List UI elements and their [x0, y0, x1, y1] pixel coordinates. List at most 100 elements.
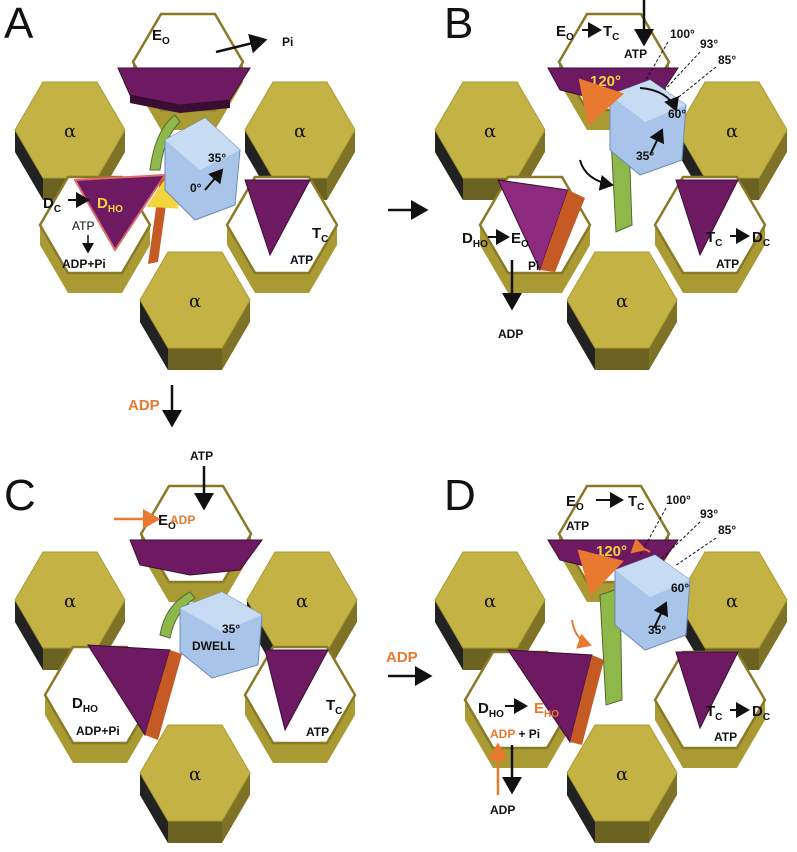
- site-transition-top-to: TC: [628, 493, 644, 513]
- site-transition-right: TC: [706, 703, 722, 723]
- angle-label-35: 35°: [648, 623, 666, 637]
- angle-label: 85°: [718, 53, 736, 67]
- alpha-label: α: [484, 121, 496, 142]
- angle-label-120: 120°: [596, 543, 627, 560]
- alpha-label: α: [616, 764, 628, 785]
- gamma-stalk: [159, 591, 196, 639]
- angle-label-60: 60°: [671, 581, 689, 595]
- adp-label: ADP: [490, 803, 515, 817]
- alpha-label: α: [484, 591, 496, 612]
- alpha-label: α: [296, 591, 308, 612]
- purple-domain: [73, 173, 167, 252]
- pi-label: Pi: [528, 259, 539, 273]
- panel-b: B α α α EO TC ATP 100° 93° 85° DHO EO Pi…: [434, 0, 788, 371]
- angle-label: 35°: [222, 622, 240, 636]
- purple-domain: [129, 539, 263, 576]
- angle-label-35: 35°: [636, 149, 654, 163]
- alpha-label: α: [64, 591, 76, 612]
- purple-domain-shadow: [130, 95, 230, 113]
- site-label-eo: EO: [152, 27, 170, 47]
- orange-push-arrow: [578, 78, 625, 126]
- atp-label: ATP: [714, 730, 737, 744]
- angle-arrow: [204, 168, 224, 191]
- alpha-label: α: [294, 121, 306, 142]
- site-label-dho: DHO: [97, 195, 123, 215]
- angle-label: 93°: [700, 37, 718, 51]
- angle-arrow: [649, 128, 665, 156]
- purple-domain: [244, 179, 311, 257]
- orange-rotation-arrow: [571, 619, 592, 649]
- site-transition-left: DHO: [478, 700, 504, 720]
- atp-label: ATP: [290, 253, 313, 267]
- angle-guide: [659, 521, 701, 561]
- angle-label: 0°: [190, 181, 202, 195]
- alpha-label: α: [726, 121, 738, 142]
- alpha-label: α: [189, 764, 201, 785]
- orange-lever: [540, 190, 585, 272]
- site-label-dho: DHO: [72, 695, 98, 715]
- atp-label: ATP: [72, 219, 94, 233]
- atp-label: ATP: [306, 725, 329, 739]
- panel-d: D α α α EO TC ATP 100° 93° 85° DHO EHO A…: [434, 471, 788, 844]
- atp-label: ATP: [566, 519, 589, 533]
- site-label-dc: DC: [43, 195, 61, 215]
- site-label-tc: TC: [312, 225, 328, 245]
- panel-label-b: B: [444, 0, 473, 48]
- panel-label-c: C: [4, 471, 36, 520]
- rotation-arrow: [639, 87, 679, 112]
- angle-guide: [639, 507, 667, 556]
- site-transition-top: EO: [556, 23, 574, 43]
- alpha-label: α: [616, 291, 628, 312]
- orange-push-arrow: [577, 549, 625, 596]
- release-arrow: [215, 33, 268, 54]
- angle-arrow: [653, 601, 669, 629]
- panel-a: A α α α EO Pi DC DHO ATP ADP+Pi TC ATP: [4, 0, 356, 371]
- dwell-label: DWELL: [192, 639, 235, 653]
- connector-adp-label: ADP: [128, 397, 160, 414]
- alpha-label: α: [64, 121, 76, 142]
- site-transition-right-to: DC: [752, 229, 770, 249]
- site-transition-left: DHO: [462, 230, 488, 250]
- site-transition-top: EO: [566, 493, 584, 513]
- pi-label: Pi: [282, 35, 293, 49]
- site-transition-top-to: TC: [603, 23, 619, 43]
- site-transition-right-to: DC: [752, 703, 770, 723]
- purple-domain: [675, 651, 739, 730]
- adp-pi-label: ADP+Pi: [76, 724, 120, 738]
- atp-label: ATP: [190, 449, 213, 463]
- panel-label-d: D: [444, 471, 476, 520]
- site-label-tc: TC: [326, 697, 342, 717]
- gamma-cube-top: [180, 592, 262, 632]
- orange-lever: [570, 655, 604, 745]
- adp-pi-label: ADP + Pi: [490, 727, 540, 741]
- angle-label-60: 60°: [668, 107, 686, 121]
- site-transition-left-to: EHO: [534, 700, 559, 720]
- angle-label: 100°: [666, 493, 691, 507]
- angle-label: 93°: [700, 507, 718, 521]
- site-transition-right: TC: [706, 229, 722, 249]
- angle-label-120: 120°: [590, 73, 621, 90]
- orange-lever: [145, 650, 182, 740]
- adp-label: ADP: [170, 513, 195, 527]
- site-label-eo: EO: [158, 512, 176, 532]
- gamma-cube-top: [165, 118, 240, 170]
- site-transition-left-to: EO: [511, 230, 529, 250]
- angle-label: 85°: [718, 523, 736, 537]
- rotation-arrow: [579, 159, 614, 191]
- angle-label: 35°: [208, 151, 226, 165]
- orange-rotation-arrow: [630, 538, 651, 554]
- gamma-cube-top: [615, 555, 690, 597]
- adp-label: ADP: [498, 327, 523, 341]
- adp-pi-label: ADP+Pi: [62, 257, 106, 271]
- purple-domain: [675, 179, 739, 257]
- angle-guide: [674, 66, 717, 101]
- purple-domain: [264, 649, 329, 732]
- angle-label: 100°: [670, 27, 695, 41]
- panel-label-a: A: [4, 0, 34, 48]
- alpha-label: α: [189, 291, 201, 312]
- panel-c: C α α α EO ATP ADP DHO ADP+Pi TC ATP 35°…: [4, 449, 358, 844]
- atp-label: ATP: [716, 257, 739, 271]
- angle-guide: [674, 537, 717, 567]
- alpha-label: α: [726, 591, 738, 612]
